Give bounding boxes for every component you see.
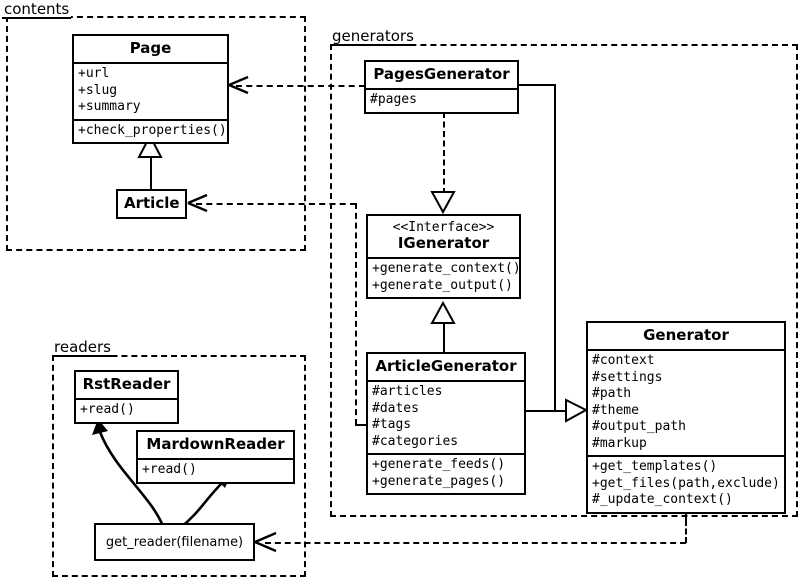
node-get-reader[interactable]: get_reader(filename) (94, 523, 255, 561)
attribute: #markup (592, 435, 647, 451)
method: +generate_output() (372, 277, 513, 293)
method: +generate_feeds() (372, 457, 506, 472)
attribute: #theme (592, 402, 639, 418)
method: +generate_pages() (372, 473, 506, 489)
package-generators (330, 44, 798, 517)
package-readers-label: readers (52, 338, 113, 357)
class-page[interactable]: Page +url +slug +summary +check_properti… (72, 34, 229, 144)
generalization-pagesgenerator-to-generator-h1 (518, 84, 556, 86)
class-igenerator-methods: +generate_context() +generate_output() (368, 257, 521, 297)
package-generators-label: generators (330, 27, 416, 46)
generalization-articlegenerator-to-generator-h1 (526, 410, 556, 412)
method: +get_files(path,exclude) (592, 475, 780, 491)
node-get-reader-label: get_reader(filename) (105, 534, 244, 550)
class-mardownreader-methods: +read() (138, 458, 293, 482)
dependency-articlegenerator-stub (355, 424, 367, 426)
attribute: #categories (372, 433, 459, 449)
method: +get_templates() (592, 459, 718, 474)
dependency-articlegenerator-riser (355, 203, 357, 425)
class-page-attributes: +url +slug +summary (74, 62, 227, 119)
method: +generate_context() (372, 261, 521, 276)
class-articlegenerator-name: ArticleGenerator (375, 357, 517, 375)
class-igenerator[interactable]: <<Interface>> IGenerator +generate_conte… (366, 214, 521, 299)
class-igenerator-title: IGenerator (397, 234, 490, 252)
package-readers (52, 355, 306, 577)
class-generator-name: Generator (643, 326, 729, 344)
attribute: #tags (372, 417, 412, 432)
attribute: +slug (78, 82, 118, 98)
dependency-generator-to-getreader (265, 542, 686, 544)
package-contents (6, 16, 306, 251)
attribute: +url (78, 66, 110, 81)
package-contents-label: contents (2, 0, 72, 19)
attribute: #dates (372, 400, 419, 416)
class-pagesgenerator-attributes: #pages (366, 88, 517, 112)
class-igenerator-name: <<Interface>> IGenerator (368, 216, 519, 257)
generalization-articlegenerator-to-igenerator (443, 324, 445, 357)
class-page-methods: +check_properties() (74, 118, 227, 143)
class-articlegenerator-methods: +generate_feeds() +generate_pages() (368, 453, 524, 493)
generalization-article-to-page (150, 155, 152, 190)
method: +read() (80, 402, 135, 417)
dependency-pagesgenerator-to-page (236, 85, 365, 87)
attribute: +summary (78, 99, 141, 114)
attribute: #pages (370, 92, 417, 107)
class-article[interactable]: Article (116, 189, 187, 219)
method: +read() (142, 462, 197, 477)
attribute: #context (592, 353, 655, 368)
class-mardownreader[interactable]: MardownReader +read() (136, 430, 295, 484)
class-rstreader-name: RstReader (82, 375, 171, 393)
class-igenerator-stereotype: <<Interface>> (392, 220, 495, 235)
class-generator[interactable]: Generator #context #settings #path #them… (586, 321, 786, 514)
class-article-name: Article (124, 194, 180, 212)
class-mardownreader-name: MardownReader (146, 435, 285, 453)
method: #_update_context() (592, 492, 733, 507)
generalization-to-generator-stub (554, 410, 567, 412)
dependency-generator-to-getreader-riser (685, 520, 687, 543)
class-rstreader[interactable]: RstReader +read() (74, 370, 179, 424)
class-pagesgenerator[interactable]: PagesGenerator #pages (364, 60, 519, 114)
class-articlegenerator-attributes: #articles #dates #tags #categories (368, 380, 524, 453)
dependency-articlegenerator-to-article (196, 203, 356, 205)
class-rstreader-methods: +read() (76, 398, 177, 422)
class-generator-attributes: #context #settings #path #theme #output_… (588, 349, 784, 455)
attribute: #articles (372, 384, 443, 399)
attribute: #path (592, 386, 632, 401)
realization-pagesgenerator-to-igenerator (443, 112, 445, 194)
attribute: #settings (592, 369, 663, 385)
class-page-name: Page (129, 39, 172, 57)
generalization-to-generator-trunk (554, 84, 556, 411)
method: +check_properties() (78, 122, 227, 138)
class-articlegenerator[interactable]: ArticleGenerator #articles #dates #tags … (366, 352, 526, 495)
attribute: #output_path (592, 419, 686, 434)
class-pagesgenerator-name: PagesGenerator (373, 65, 510, 83)
class-generator-methods: +get_templates() +get_files(path,exclude… (588, 455, 784, 512)
